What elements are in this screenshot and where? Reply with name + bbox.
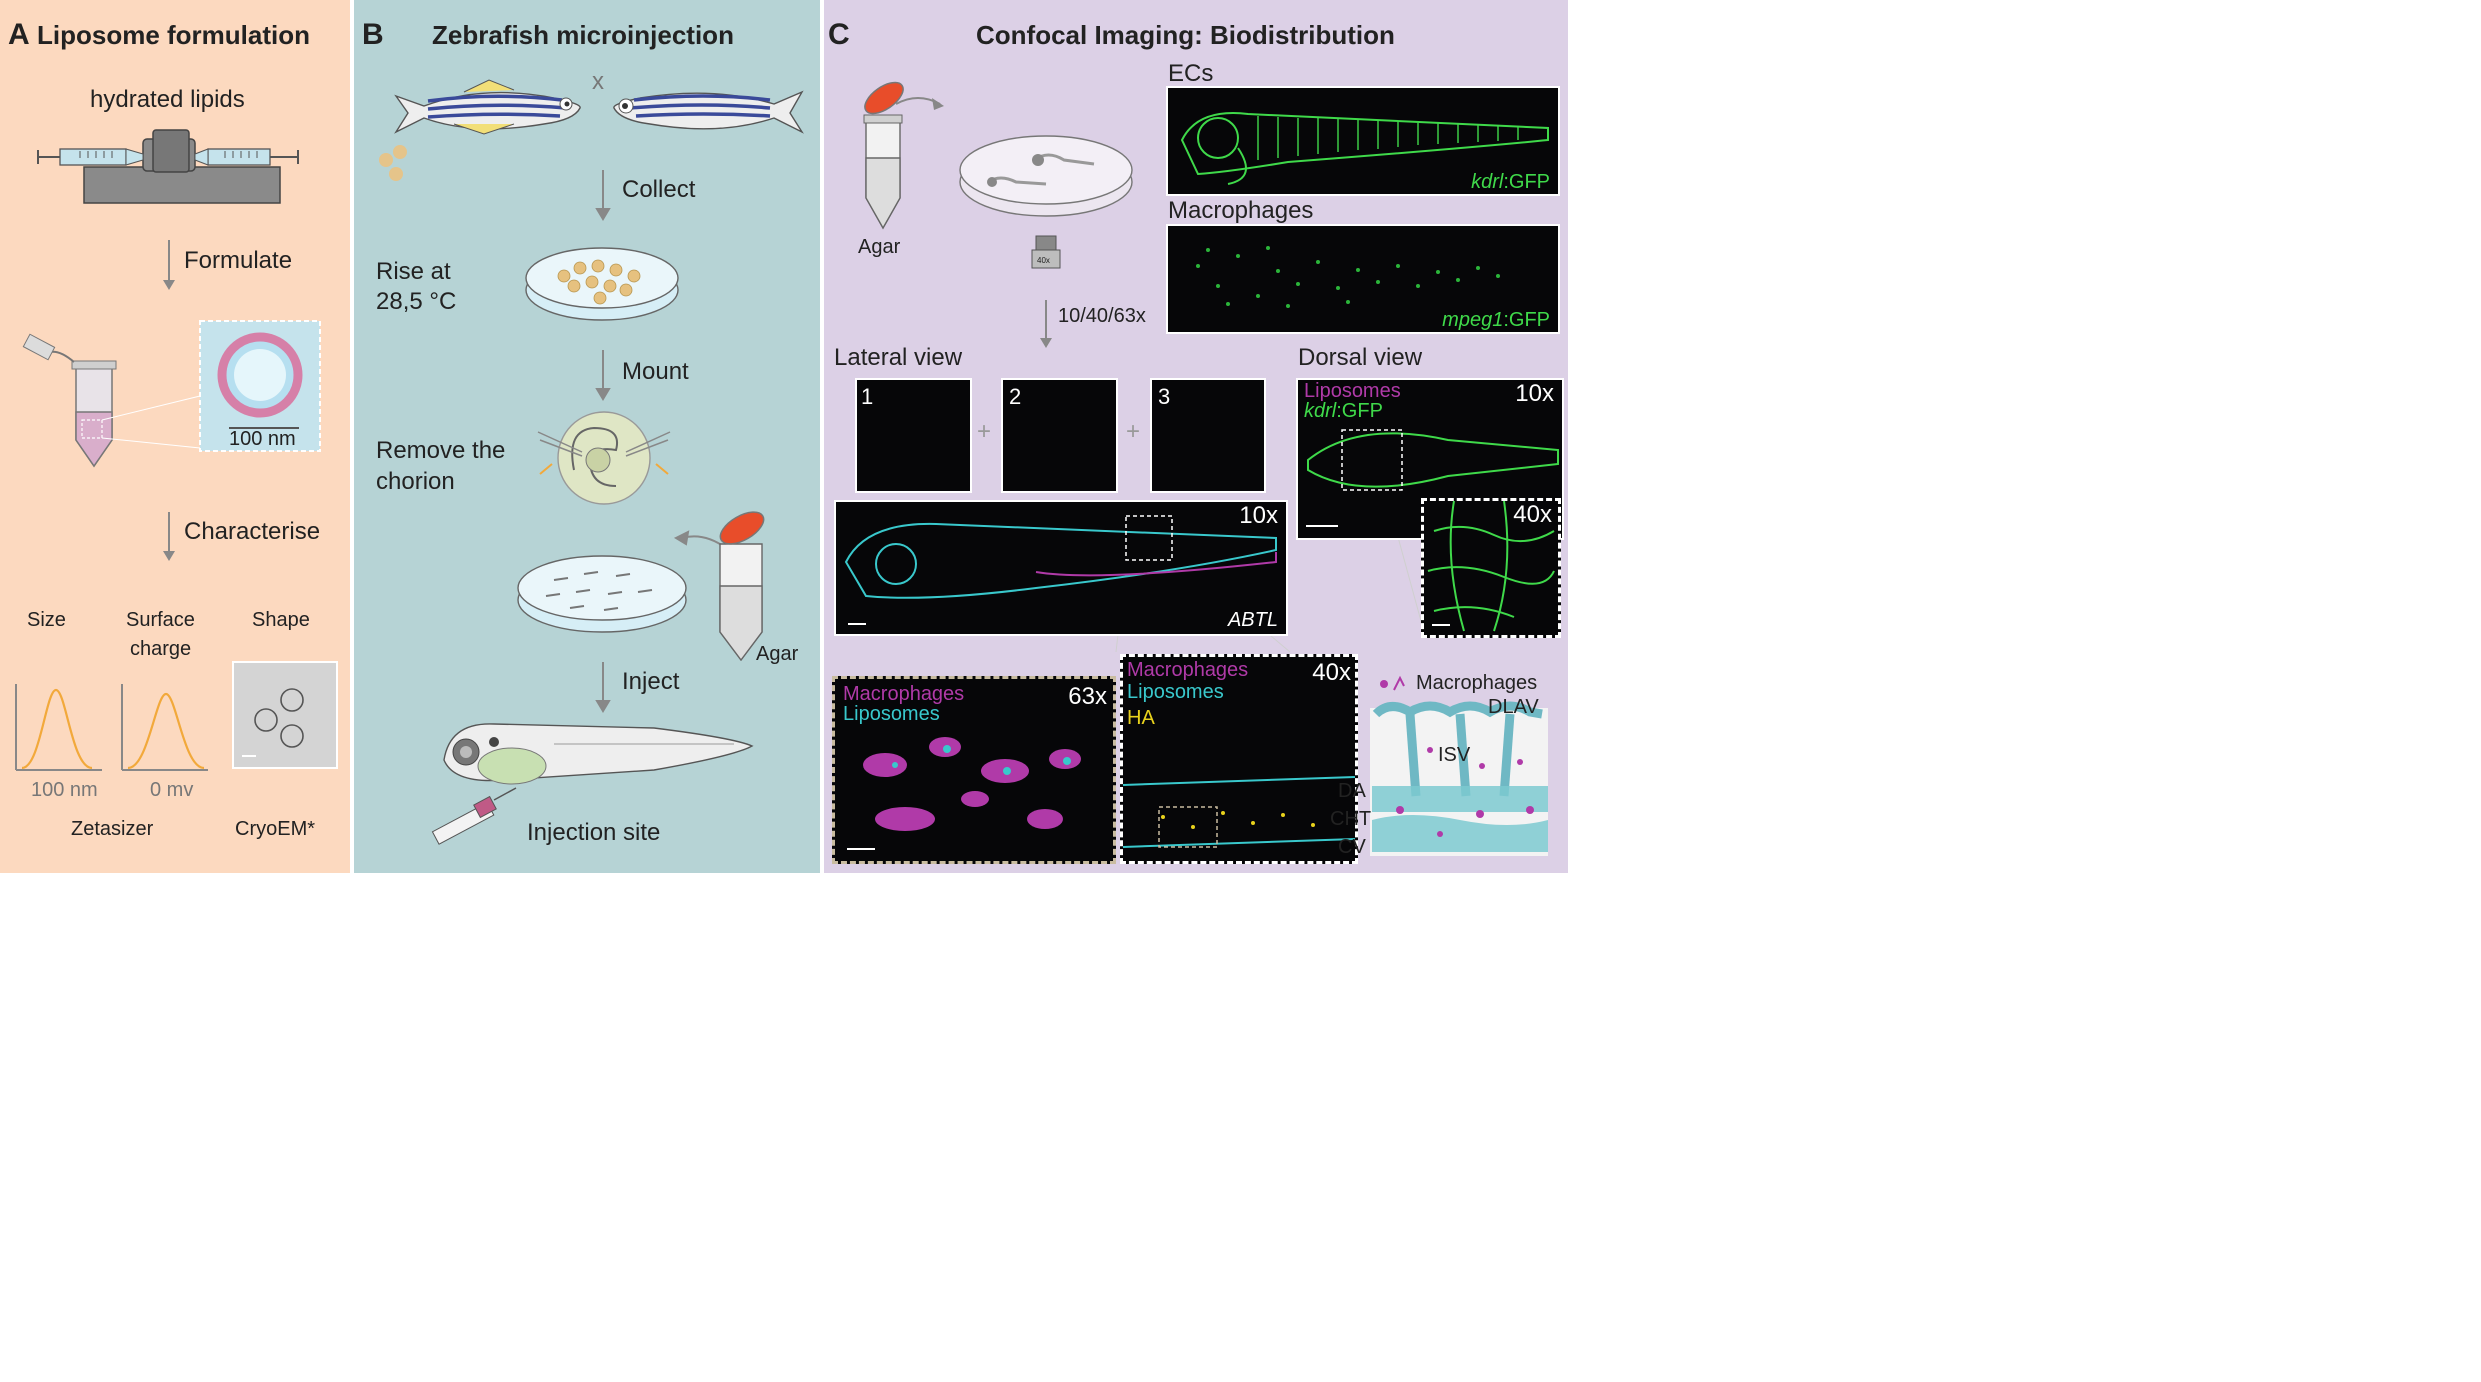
liposome-scale-label: 100 nm <box>229 428 296 450</box>
da-label: DA <box>1338 780 1366 802</box>
remove-label-1: Remove the <box>376 437 506 464</box>
zoom40-macrophages-label: Macrophages <box>1127 659 1249 681</box>
injection-site-label: Injection site <box>527 819 661 846</box>
mpeg1-label: mpeg1:GFP <box>1442 309 1550 331</box>
cv-label: CV <box>1338 836 1366 858</box>
isv-label: ISV <box>1438 744 1471 766</box>
schematic-macrophages-label: Macrophages <box>1416 672 1538 694</box>
fish-left <box>394 79 581 135</box>
objective-mag-label: 40x <box>1037 256 1050 265</box>
panel-letter-a: A <box>8 18 30 51</box>
tile-number-2: 2 <box>1009 384 1022 409</box>
panel-c-title: Confocal Imaging: Biodistribution <box>976 20 1395 50</box>
size-axis-label: 100 nm <box>31 779 98 801</box>
plus-sign-1: + <box>977 418 992 445</box>
zoom-40x-image: Macrophages Liposomes HA 40x <box>1120 654 1358 864</box>
charge-label: charge <box>130 638 192 660</box>
characterise-label: Characterise <box>184 518 321 545</box>
microinjection-diagram <box>379 79 804 845</box>
lateral-view-label: Lateral view <box>834 344 963 371</box>
inject-label: Inject <box>622 668 680 695</box>
tile-number-3: 3 <box>1158 384 1171 409</box>
dorsal-mag-label: 10x <box>1515 380 1554 407</box>
cryoem-label: CryoEM* <box>235 818 316 840</box>
dorsal-view-label: Dorsal view <box>1298 344 1423 371</box>
dlav-label: DLAV <box>1488 696 1539 718</box>
macrophage-dots <box>1196 246 1500 308</box>
zoom63-macrophages-label: Macrophages <box>843 683 965 705</box>
zetasizer-label: Zetasizer <box>71 818 154 840</box>
agar-label-c: Agar <box>858 236 901 258</box>
dorsal-zoom-mag-label: 40x <box>1513 501 1552 528</box>
formulate-label: Formulate <box>184 247 293 274</box>
cht-label: CHT <box>1330 808 1372 830</box>
dorsal-zoom-image: 40x <box>1421 498 1561 638</box>
abtl-label: ABTL <box>1227 609 1278 631</box>
ecs-image: kdrl:GFP <box>1166 86 1560 196</box>
panel-c: C Confocal Imaging: Biodistribution Agar <box>824 0 1568 873</box>
collect-label: Collect <box>622 176 696 203</box>
macrophage-image: mpeg1:GFP <box>1166 224 1560 334</box>
remove-label-2: chorion <box>376 468 455 495</box>
rise-label-2: 28,5 °C <box>376 288 457 315</box>
agar-label-b: Agar <box>756 643 799 665</box>
lateral-tile-2: 2 <box>1001 378 1118 493</box>
vessel-render <box>1180 112 1549 185</box>
kdrl-label: kdrl:GFP <box>1471 171 1550 193</box>
mount-label: Mount <box>622 358 689 385</box>
dorsal-render <box>1306 429 1559 527</box>
dorsal-zoom-render <box>1427 501 1555 632</box>
hydrated-lipids-label: hydrated lipids <box>90 86 245 113</box>
panel-a-title: Liposome formulation <box>37 20 310 50</box>
size-label: Size <box>27 609 66 631</box>
zoom-63x-image: Macrophages Liposomes 63x <box>832 676 1116 864</box>
tile-number-1: 1 <box>861 384 874 409</box>
panel-a: A Liposome formulation hydrated lipids <box>0 0 350 873</box>
extruder-diagram <box>15 129 338 771</box>
zoom-63x-render <box>847 737 1081 850</box>
lateral-render <box>844 515 1277 625</box>
lateral-tile-3: 3 <box>1150 378 1266 493</box>
zoom-40x-render <box>1123 776 1355 848</box>
dorsal-kdrl-label: kdrl:GFP <box>1304 400 1383 422</box>
zoom40-ha-label: HA <box>1127 707 1155 729</box>
zoom40-mag-label: 40x <box>1312 659 1351 686</box>
vessel-schematic <box>1370 675 1548 856</box>
zoom63-liposomes-label: Liposomes <box>843 703 940 725</box>
fish-right <box>613 90 804 134</box>
shape-label: Shape <box>252 609 310 631</box>
surface-label: Surface <box>126 609 195 631</box>
dorsal-liposomes-label: Liposomes <box>1304 380 1401 402</box>
macrophages-title: Macrophages <box>1168 197 1314 224</box>
zoom40-liposomes-label: Liposomes <box>1127 681 1224 703</box>
ecs-label: ECs <box>1168 60 1214 87</box>
rise-label-1: Rise at <box>376 258 451 285</box>
lateral-mag-label: 10x <box>1239 502 1278 529</box>
lateral-stitched-image: 10x ABTL <box>834 500 1288 636</box>
panel-letter-c: C <box>828 18 850 51</box>
plus-sign-2: + <box>1126 418 1141 445</box>
panel-b: B Zebrafish microinjection x <box>354 0 820 873</box>
panel-letter-b: B <box>362 18 384 51</box>
charge-axis-label: 0 mv <box>150 779 194 801</box>
lateral-tile-1: 1 <box>855 378 972 493</box>
cross-label: x <box>592 68 604 95</box>
panel-b-title: Zebrafish microinjection <box>432 20 734 50</box>
zoom-steps-label: 10/40/63x <box>1058 305 1146 327</box>
zoom63-mag-label: 63x <box>1068 683 1107 710</box>
imaging-setup-diagram <box>863 81 1505 653</box>
